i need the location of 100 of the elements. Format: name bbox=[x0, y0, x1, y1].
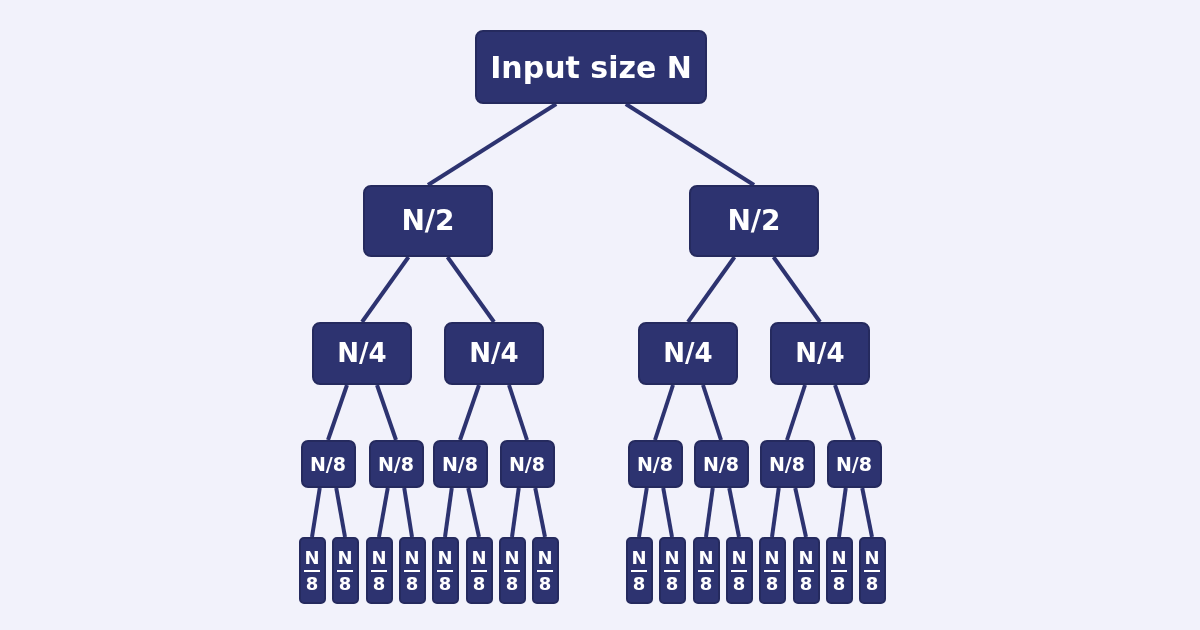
numerator: N bbox=[764, 547, 780, 568]
fraction-box bbox=[365, 537, 393, 604]
denominator: 8 bbox=[405, 573, 419, 594]
numerator: N bbox=[437, 547, 453, 568]
fraction-box bbox=[825, 537, 853, 604]
node-label: N/8 bbox=[309, 453, 347, 475]
denominator: 8 bbox=[472, 573, 486, 594]
node-label: N/8 bbox=[702, 453, 740, 475]
fraction-box bbox=[758, 537, 786, 604]
node-label: N/8 bbox=[835, 453, 873, 475]
connector-line bbox=[310, 487, 322, 538]
fraction-box bbox=[792, 537, 820, 604]
node-box bbox=[638, 322, 738, 385]
fraction-box bbox=[725, 537, 753, 604]
connector-line bbox=[326, 384, 349, 441]
numerator: N bbox=[504, 547, 520, 568]
denominator: 8 bbox=[438, 573, 452, 594]
numerator: N bbox=[337, 547, 353, 568]
connector-line bbox=[653, 384, 675, 441]
numerator: N bbox=[404, 547, 420, 568]
node-label: N/2 bbox=[401, 205, 455, 237]
node-label: N/8 bbox=[508, 453, 546, 475]
node-box bbox=[627, 440, 683, 488]
connector-line bbox=[377, 487, 390, 538]
connector-line bbox=[727, 487, 741, 538]
denominator: 8 bbox=[799, 573, 813, 594]
fraction-box bbox=[625, 537, 653, 604]
connector-line bbox=[334, 487, 347, 538]
fraction-box bbox=[465, 537, 493, 604]
denominator: 8 bbox=[665, 573, 679, 594]
connector-line bbox=[701, 384, 723, 441]
node-box bbox=[689, 185, 819, 257]
numerator: N bbox=[371, 547, 387, 568]
fraction-box bbox=[531, 537, 559, 604]
node-box bbox=[432, 440, 488, 488]
connector-line bbox=[833, 384, 856, 441]
node-box bbox=[499, 440, 555, 488]
connector-line bbox=[637, 487, 649, 538]
denominator: 8 bbox=[865, 573, 879, 594]
node-label: N/4 bbox=[663, 339, 713, 368]
node-box bbox=[770, 322, 870, 385]
connector-line bbox=[533, 487, 547, 538]
node-label: N/4 bbox=[337, 339, 387, 368]
connector-line bbox=[466, 487, 481, 538]
connector-line bbox=[443, 487, 454, 538]
connector-line bbox=[704, 487, 715, 538]
connector-line bbox=[402, 487, 414, 538]
connector-line bbox=[661, 487, 674, 538]
numerator: N bbox=[698, 547, 714, 568]
node-label: N/8 bbox=[441, 453, 479, 475]
fraction-box bbox=[658, 537, 686, 604]
denominator: 8 bbox=[505, 573, 519, 594]
fraction-box bbox=[331, 537, 359, 604]
fraction-box bbox=[692, 537, 720, 604]
node-box bbox=[363, 185, 493, 257]
connector-line bbox=[860, 487, 874, 538]
numerator: N bbox=[537, 547, 553, 568]
fraction-box bbox=[398, 537, 426, 604]
denominator: 8 bbox=[732, 573, 746, 594]
connector-line bbox=[770, 487, 781, 538]
denominator: 8 bbox=[832, 573, 846, 594]
denominator: 8 bbox=[372, 573, 386, 594]
node-box bbox=[312, 322, 412, 385]
node-label: Input size N bbox=[490, 50, 692, 84]
connector-line bbox=[624, 102, 756, 187]
fraction-box bbox=[298, 537, 326, 604]
numerator: N bbox=[731, 547, 747, 568]
node-label: N/8 bbox=[768, 453, 806, 475]
connector-line bbox=[686, 255, 737, 324]
fraction-box bbox=[498, 537, 526, 604]
node-box bbox=[475, 30, 707, 104]
node-box bbox=[300, 440, 356, 488]
node-box bbox=[444, 322, 544, 385]
numerator: N bbox=[471, 547, 487, 568]
fraction-box bbox=[858, 537, 886, 604]
connector-line bbox=[360, 255, 411, 324]
node-box bbox=[759, 440, 815, 488]
numerator: N bbox=[831, 547, 847, 568]
node-label: N/4 bbox=[795, 339, 845, 368]
connector-line bbox=[426, 102, 558, 187]
connector-line bbox=[375, 384, 398, 441]
connector-line bbox=[510, 487, 521, 538]
connector-line bbox=[793, 487, 808, 538]
node-label: N/8 bbox=[636, 453, 674, 475]
numerator: N bbox=[631, 547, 647, 568]
numerator: N bbox=[864, 547, 880, 568]
denominator: 8 bbox=[699, 573, 713, 594]
node-box bbox=[826, 440, 882, 488]
fraction-box bbox=[431, 537, 459, 604]
denominator: 8 bbox=[338, 573, 352, 594]
node-box bbox=[368, 440, 424, 488]
connector-line bbox=[458, 384, 481, 441]
denominator: 8 bbox=[632, 573, 646, 594]
numerator: N bbox=[304, 547, 320, 568]
numerator: N bbox=[664, 547, 680, 568]
connector-line bbox=[445, 255, 496, 324]
denominator: 8 bbox=[765, 573, 779, 594]
denominator: 8 bbox=[305, 573, 319, 594]
connector-line bbox=[785, 384, 807, 441]
connector-line bbox=[507, 384, 529, 441]
